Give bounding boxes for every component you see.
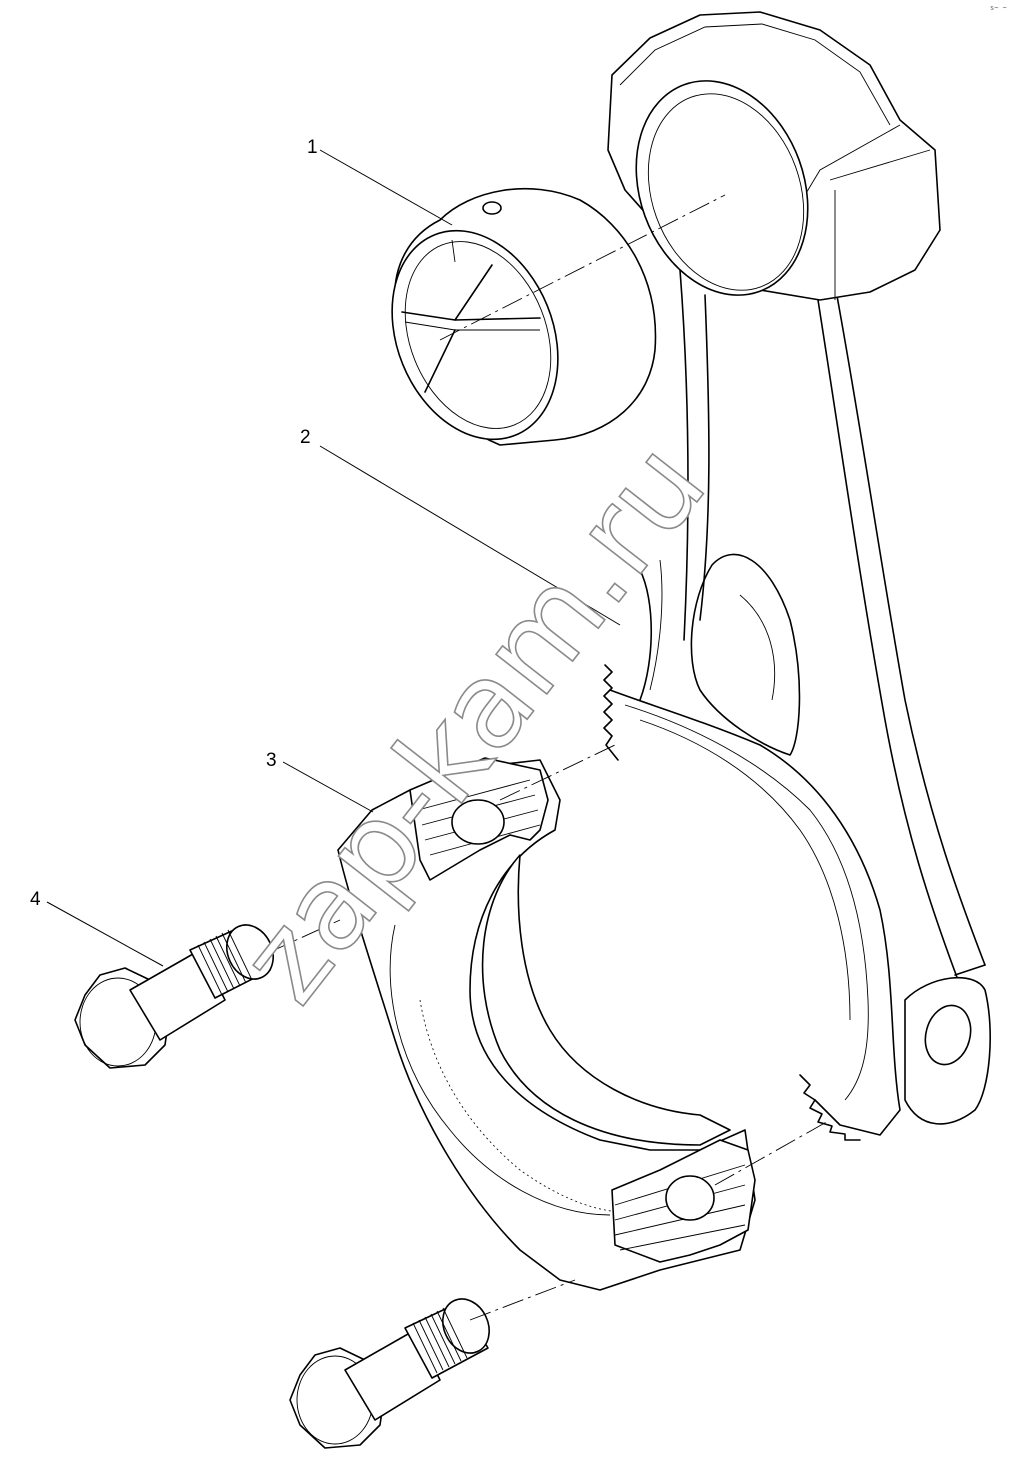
corner-mark: s~ ~ — [990, 4, 1007, 12]
assembly-axis-lines — [269, 194, 831, 1321]
callout-1: 1 — [307, 137, 318, 158]
small-end-bushing — [391, 187, 657, 446]
callout-4: 4 — [30, 889, 41, 910]
callout-3: 3 — [266, 750, 277, 771]
cap-bolt-lower — [289, 1298, 490, 1449]
cap-bolt-upper — [74, 924, 274, 1069]
big-end-cap — [337, 757, 756, 1291]
callout-leaders — [46, 149, 621, 967]
callout-2: 2 — [300, 427, 311, 448]
connecting-rod — [603, 11, 991, 1141]
